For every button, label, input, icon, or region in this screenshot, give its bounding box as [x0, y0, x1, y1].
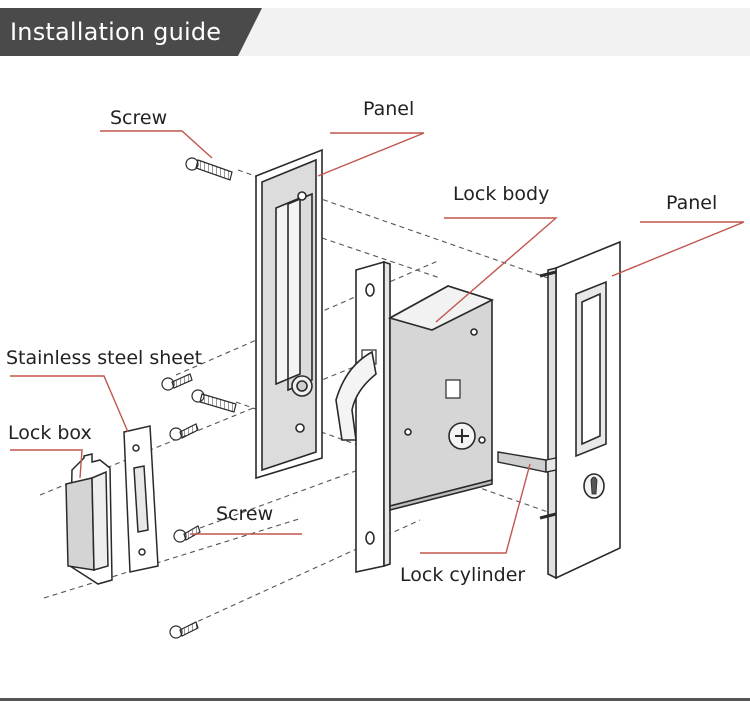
label-stainless-steel-sheet: Stainless steel sheet — [6, 347, 203, 369]
screw-top — [185, 157, 233, 181]
label-lock-body: Lock body — [453, 183, 550, 205]
label-panel-left: Panel — [363, 98, 415, 120]
stainless-steel-sheet — [123, 425, 159, 573]
right-panel — [539, 240, 621, 580]
lock-cylinder — [497, 451, 557, 473]
screw-bottom-1 — [173, 525, 201, 543]
page-title: Installation guide — [10, 18, 222, 46]
lock-box — [65, 453, 113, 585]
leader-lines — [10, 130, 745, 554]
header-tab — [0, 8, 262, 56]
left-panel — [255, 148, 323, 480]
label-panel-right: Panel — [666, 192, 718, 214]
bottom-divider — [0, 698, 750, 701]
label-lock-cylinder: Lock cylinder — [400, 564, 526, 586]
label-screw-top: Screw — [110, 107, 168, 129]
screw-mid-1 — [161, 373, 193, 391]
screw-bottom-2 — [169, 621, 199, 639]
lock-body-faceplate — [355, 260, 391, 573]
label-screw-bottom: Screw — [216, 503, 274, 525]
screw-mid-3 — [169, 423, 199, 441]
label-lock-box: Lock box — [8, 422, 92, 444]
lock-body-case — [335, 285, 495, 512]
screw-mid-2 — [191, 389, 237, 413]
